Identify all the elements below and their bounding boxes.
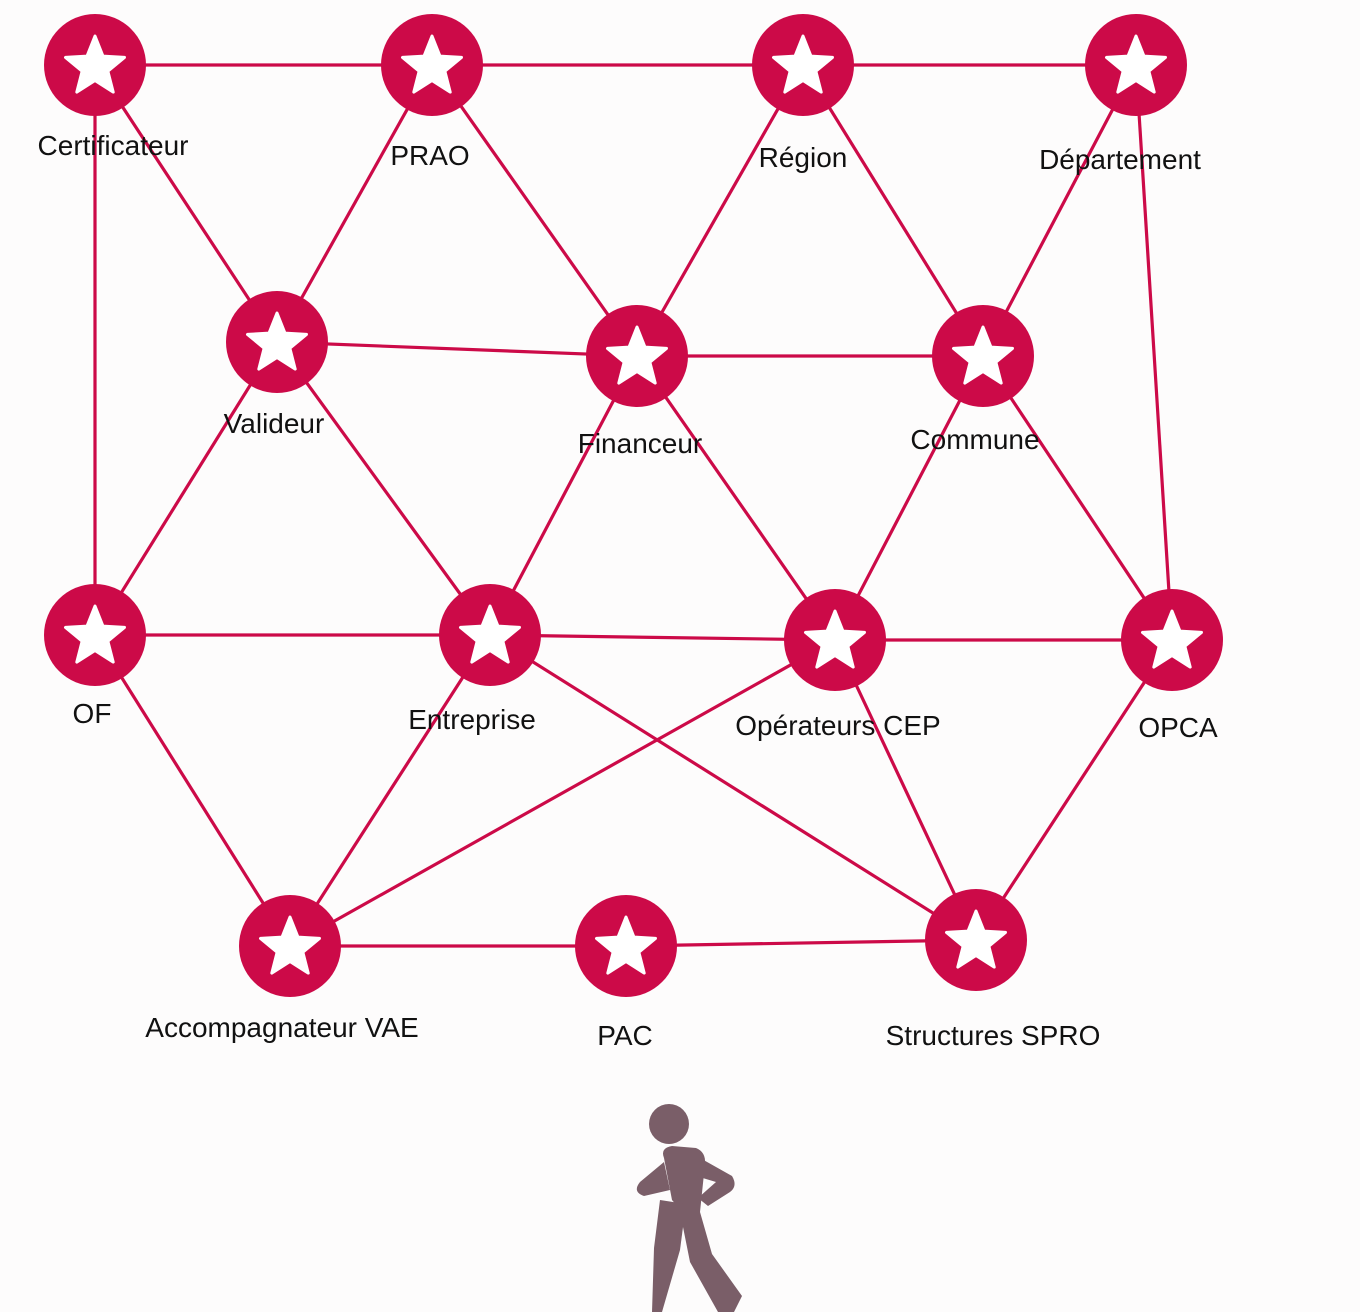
node-label-pac: PAC [597, 1020, 653, 1051]
node-commune: Commune [910, 305, 1040, 455]
node-opca: OPCA [1121, 589, 1223, 743]
node-label-certificateur: Certificateur [38, 130, 189, 161]
node-departement: Département [1039, 14, 1201, 175]
edge-operateurs-cep-accompagnateur-vae [289, 638, 836, 948]
walking-person-icon [636, 1104, 742, 1312]
actor-nodes: Certificateur PRAO Région DépartementValide… [38, 14, 1223, 1051]
star-icon [246, 311, 308, 371]
node-valideur: Valideur [224, 291, 328, 439]
edge-operateurs-cep-structures-spro [833, 639, 978, 941]
node-of: OF [44, 584, 146, 729]
node-accompagnateur-vae: Accompagnateur VAE [145, 895, 419, 1043]
star-icon [259, 915, 321, 975]
node-label-structures-spro: Structures SPRO [886, 1020, 1101, 1051]
node-pac: PAC [575, 895, 677, 1051]
edge-of-accompagnateur-vae [93, 634, 292, 947]
star-icon [1105, 34, 1167, 94]
edge-region-commune [801, 64, 985, 357]
star-icon [595, 915, 657, 975]
star-icon [64, 604, 126, 664]
star-icon [606, 325, 668, 385]
edge-entreprise-operateurs-cep [489, 633, 836, 642]
edge-region-financeur [635, 64, 805, 357]
edge-pac-structures-spro [625, 938, 977, 948]
node-region: Région [752, 14, 854, 173]
node-label-opca: OPCA [1138, 712, 1218, 743]
star-icon [459, 604, 521, 664]
node-label-region: Région [759, 142, 848, 173]
edge-certificateur-valideur [93, 64, 279, 343]
connection-lines [93, 63, 1174, 948]
star-icon [401, 34, 463, 94]
edge-departement-opca [1134, 64, 1174, 641]
edge-departement-commune [981, 64, 1138, 357]
edge-valideur-financeur [276, 340, 638, 358]
star-icon [804, 609, 866, 669]
node-financeur: Financeur [578, 305, 703, 459]
edge-financeur-entreprise [488, 355, 639, 636]
node-label-commune: Commune [910, 424, 1039, 455]
edge-entreprise-structures-spro [489, 633, 977, 942]
node-entreprise: Entreprise [408, 584, 541, 735]
star-icon [945, 909, 1007, 969]
node-prao: PRAO [381, 14, 483, 171]
node-label-operateurs-cep: Opérateurs CEP [735, 710, 940, 741]
edge-prao-valideur [275, 64, 434, 343]
star-icon [772, 34, 834, 94]
node-structures-spro: Structures SPRO [886, 889, 1101, 1051]
star-icon [64, 34, 126, 94]
node-operateurs-cep: Opérateurs CEP [735, 589, 941, 741]
star-icon [1141, 609, 1203, 669]
star-icon [952, 325, 1014, 385]
edge-prao-financeur [430, 64, 639, 357]
node-label-of: OF [73, 698, 112, 729]
node-label-accompagnateur-vae: Accompagnateur VAE [145, 1012, 418, 1043]
edge-opca-structures-spro [974, 639, 1174, 941]
edge-commune-operateurs-cep [833, 355, 985, 641]
node-label-financeur: Financeur [578, 428, 703, 459]
edge-commune-opca [981, 355, 1174, 641]
edge-entreprise-accompagnateur-vae [288, 634, 492, 947]
edge-valideur-entreprise [275, 341, 492, 636]
node-label-departement: Département [1039, 144, 1201, 175]
edge-financeur-operateurs-cep [635, 355, 837, 641]
edge-valideur-of [93, 341, 279, 636]
node-label-valideur: Valideur [224, 408, 325, 439]
node-certificateur: Certificateur [38, 14, 189, 161]
node-label-prao: PRAO [390, 140, 469, 171]
node-label-entreprise: Entreprise [408, 704, 536, 735]
